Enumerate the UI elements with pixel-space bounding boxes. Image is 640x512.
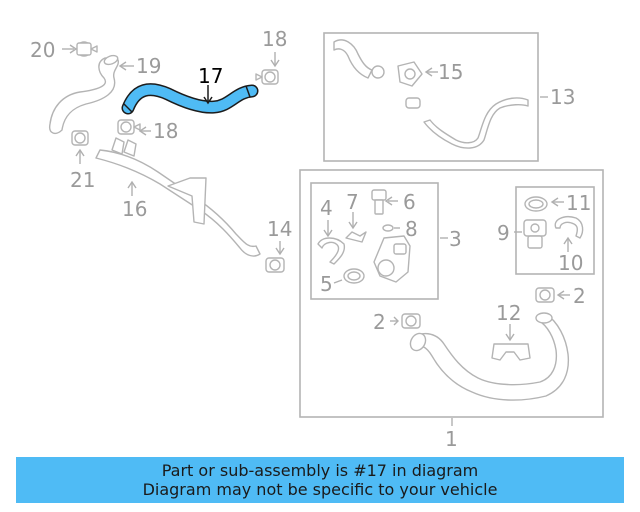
part-6-sensor[interactable] [371,189,387,215]
callout-4: 4 [320,196,333,220]
callout-17: 17 [198,64,223,88]
callout-6: 6 [403,190,416,214]
callout-8: 8 [405,217,418,241]
callout-18-upper: 18 [262,27,287,51]
part-9-fitting[interactable] [523,219,547,249]
callout-2-left: 2 [373,310,386,334]
part-7-clip[interactable] [345,231,367,243]
part-13-hose-assembly[interactable] [333,39,529,149]
callout-5: 5 [320,272,333,296]
callout-16: 16 [122,197,147,221]
callout-20: 20 [30,38,55,62]
part-5-oring[interactable] [343,268,365,284]
part-3-valve-housing[interactable] [373,235,411,283]
part-19-hose[interactable] [48,54,120,135]
callout-18-lower: 18 [153,119,178,143]
part-16-pipe[interactable] [95,137,261,257]
callout-10: 10 [558,251,583,275]
part-17-hose-highlighted[interactable] [121,83,259,115]
callout-1: 1 [445,427,458,451]
part-20-clamp[interactable] [76,41,98,57]
part-12-bracket[interactable] [491,343,531,361]
part-2-clamp-right[interactable] [535,287,555,303]
assembly-box-13 [323,32,539,162]
callout-19: 19 [136,54,161,78]
callout-15: 15 [438,60,463,84]
callout-9: 9 [497,221,510,245]
assembly-box-3 [310,182,439,300]
part-18-clamp-upper[interactable] [255,69,279,85]
callout-21: 21 [70,168,95,192]
callout-7: 7 [346,190,359,214]
part-1-coolant-hose[interactable] [407,312,570,401]
assembly-box-9 [515,186,595,275]
callout-3: 3 [449,227,462,251]
callout-11: 11 [566,191,591,215]
callout-2-right: 2 [573,284,586,308]
part-14-clamp[interactable] [265,257,285,273]
callout-13: 13 [550,85,575,109]
callout-12: 12 [496,301,521,325]
assembly-box-1 [299,169,604,418]
part-8-oring[interactable] [382,224,394,232]
part-18-clamp-lower[interactable] [117,119,141,135]
part-21-clamp[interactable] [71,130,89,146]
part-11-seal[interactable] [524,196,548,212]
part-10-clip[interactable] [554,216,584,239]
callout-14: 14 [267,217,292,241]
banner-line-2: Diagram may not be specific to your vehi… [142,480,498,499]
part-4-hose-clip[interactable] [317,237,346,265]
part-2-clamp-left[interactable] [401,313,421,329]
banner-line-1: Part or sub-assembly is #17 in diagram [161,461,479,480]
info-banner: Part or sub-assembly is #17 in diagram D… [16,457,624,503]
